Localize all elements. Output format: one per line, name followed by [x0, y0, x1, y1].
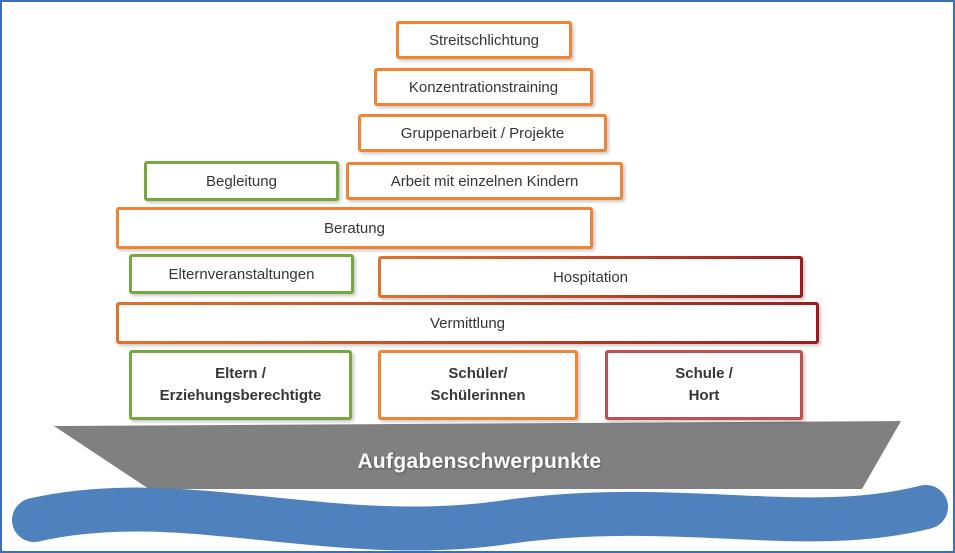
box-hospitation: Hospitation — [378, 256, 803, 298]
box-label: Streitschlichtung — [428, 31, 540, 49]
box-label: Konzentrationstraining — [408, 78, 559, 96]
box-schule-hort: Schule / Hort — [605, 350, 803, 420]
box-label: Elternveranstaltungen — [168, 265, 315, 283]
box-label-line1: Schüler/ — [448, 364, 508, 382]
hull-title: Aufgabenschwerpunkte — [357, 450, 602, 473]
box-label-line2: Hort — [688, 387, 720, 404]
box-begleitung: Begleitung — [144, 161, 339, 201]
box-streitschlichtung: Streitschlichtung — [396, 21, 572, 59]
box-label-line1: Schule / — [675, 364, 733, 382]
box-label-line1: Eltern / — [215, 364, 266, 382]
box-label: Vermittlung — [429, 314, 506, 332]
box-inner: Vermittlung — [119, 305, 816, 341]
box-arbeit-mit-einzelnen-kindern: Arbeit mit einzelnen Kindern — [346, 162, 623, 200]
water-wave-shape — [12, 485, 948, 551]
box-label: Begleitung — [206, 172, 277, 190]
box-elternveranstaltungen: Elternveranstaltungen — [129, 254, 354, 294]
box-label-line2: Erziehungsberechtigte — [159, 387, 322, 404]
box-label: Arbeit mit einzelnen Kindern — [390, 172, 579, 190]
box-label: Hospitation — [552, 268, 629, 286]
box-eltern-erziehungsberechtigte: Eltern / Erziehungsberechtigte — [129, 350, 352, 420]
box-inner: Hospitation — [381, 259, 800, 295]
box-konzentrationstraining: Konzentrationstraining — [374, 68, 593, 106]
box-vermittlung: Vermittlung — [116, 302, 819, 344]
box-gruppenarbeit-projekte: Gruppenarbeit / Projekte — [358, 114, 607, 152]
box-label: Gruppenarbeit / Projekte — [400, 124, 565, 142]
box-beratung: Beratung — [116, 207, 593, 249]
box-schueler-schuelerinnen: Schüler/ Schülerinnen — [378, 350, 578, 420]
box-label-line2: Schülerinnen — [430, 387, 526, 404]
box-label: Beratung — [324, 219, 385, 237]
